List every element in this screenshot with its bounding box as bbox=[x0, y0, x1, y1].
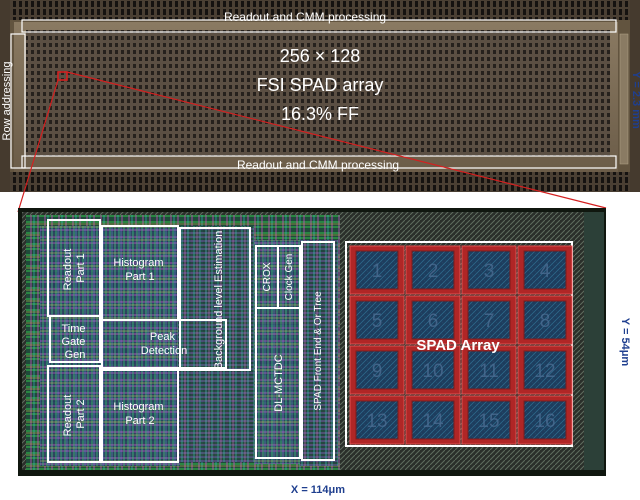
block-readout-part2 bbox=[47, 365, 101, 463]
spad-cell-core bbox=[523, 300, 567, 340]
spad-cell-number: 7 bbox=[484, 311, 495, 332]
die-height-dimension: Y = 2.3 mm bbox=[630, 71, 640, 129]
spad-cell: 1 bbox=[349, 245, 405, 295]
bottom-readout-label: Readout and CMM processing bbox=[237, 158, 399, 172]
block-histogram-part2 bbox=[101, 369, 179, 463]
spad-cell-core bbox=[523, 250, 567, 290]
spad-cell-core bbox=[467, 300, 511, 340]
spad-cell: 16 bbox=[517, 395, 573, 445]
zoom-source-marker bbox=[57, 71, 68, 81]
spad-cell: 15 bbox=[461, 395, 517, 445]
row-addressing-box bbox=[10, 33, 26, 169]
pixel-height-dimension: Y = 54μm bbox=[619, 318, 631, 367]
top-readout-label: Readout and CMM processing bbox=[224, 10, 386, 24]
label-dl-mctdc: DL-MCTDC bbox=[273, 354, 285, 411]
spad-cell-core bbox=[523, 350, 567, 390]
block-spad-front-end bbox=[301, 241, 335, 461]
spad-cell: 6 bbox=[405, 295, 461, 345]
spad-cell-core bbox=[467, 250, 511, 290]
spad-cell-core bbox=[411, 250, 455, 290]
spad-cell: 9 bbox=[349, 345, 405, 395]
block-background-level-estimation bbox=[179, 227, 251, 371]
spad-cell-core bbox=[355, 350, 399, 390]
spad-cell: 10 bbox=[405, 345, 461, 395]
bottom-readout-box bbox=[21, 155, 617, 169]
spad-cell-number: 13 bbox=[366, 411, 387, 432]
spad-cell-number: 1 bbox=[372, 261, 383, 282]
spad-cell: 14 bbox=[405, 395, 461, 445]
label-crox: CROX bbox=[262, 262, 273, 291]
die-photo: Readout and CMM processing Readout and C… bbox=[0, 0, 640, 192]
spad-cell-core bbox=[467, 400, 511, 440]
spad-cell-core bbox=[411, 400, 455, 440]
spad-cell: 11 bbox=[461, 345, 517, 395]
label-spad-front-end: SPAD Front End & Or Tree bbox=[313, 291, 324, 411]
label-histogram-part2: Histogram Part 2 bbox=[113, 401, 166, 427]
spad-cell: 8 bbox=[517, 295, 573, 345]
label-readout-part2: Readout Part 2 bbox=[62, 392, 87, 437]
pixel-layout: Readout Part 1 Histogram Part 1 Time Gat… bbox=[18, 208, 606, 476]
spad-cell-core bbox=[411, 350, 455, 390]
block-peak-detection bbox=[101, 319, 227, 369]
fill-factor-label: 16.3% FF bbox=[281, 104, 359, 124]
label-readout-part1: Readout Part 1 bbox=[62, 246, 87, 291]
spad-cell: 5 bbox=[349, 295, 405, 345]
spad-cell-core bbox=[355, 300, 399, 340]
spad-cell-core bbox=[355, 250, 399, 290]
spad-cell-number: 5 bbox=[372, 311, 383, 332]
spad-cell-core bbox=[411, 300, 455, 340]
array-size-label: 256 × 128 bbox=[280, 46, 361, 66]
spad-cell-number: 16 bbox=[534, 411, 555, 432]
array-type-label: FSI SPAD array bbox=[257, 75, 384, 95]
spad-cell: 4 bbox=[517, 245, 573, 295]
top-readout-box bbox=[21, 19, 617, 33]
spad-cell-number: 2 bbox=[428, 261, 439, 282]
spad-cell-number: 12 bbox=[534, 361, 555, 382]
spad-cell-number: 11 bbox=[479, 361, 499, 382]
block-dl-mctdc bbox=[255, 307, 301, 459]
spad-cell-core bbox=[467, 350, 511, 390]
pixel-width-dimension: X = 114μm bbox=[291, 484, 345, 496]
spad-cell: 7 bbox=[461, 295, 517, 345]
label-clock-gen: Clock Gen bbox=[284, 254, 295, 301]
zoom-line-left bbox=[17, 79, 59, 213]
spad-cell-number: 14 bbox=[422, 411, 444, 432]
spad-cell: 2 bbox=[405, 245, 461, 295]
spad-cell: 13 bbox=[349, 395, 405, 445]
spad-cell-core bbox=[355, 400, 399, 440]
spad-cell: 3 bbox=[461, 245, 517, 295]
spad-cell-number: 9 bbox=[372, 361, 383, 382]
spad-cell-number: 15 bbox=[478, 411, 499, 432]
label-histogram-part1: Histogram Part 1 bbox=[113, 257, 166, 283]
spad-cell-number: 3 bbox=[484, 261, 495, 282]
label-spad-array: SPAD Array bbox=[416, 337, 500, 354]
block-time-gate-gen bbox=[49, 315, 101, 363]
spad-cell-number: 4 bbox=[540, 261, 551, 282]
spad-cell: 12 bbox=[517, 345, 573, 395]
spad-cell-number: 8 bbox=[540, 311, 551, 332]
spad-cell-core bbox=[523, 400, 567, 440]
label-peak-detection: Peak Detection bbox=[141, 331, 187, 357]
label-background-level-estimation: Background level Estimation bbox=[213, 231, 225, 370]
spad-cell-number: 10 bbox=[422, 361, 443, 382]
spad-cell-number: 6 bbox=[428, 311, 439, 332]
label-time-gate-gen: Time Gate Gen bbox=[61, 323, 88, 361]
row-addressing-label: Row addressing bbox=[1, 62, 13, 141]
zoom-line-right bbox=[66, 71, 607, 209]
